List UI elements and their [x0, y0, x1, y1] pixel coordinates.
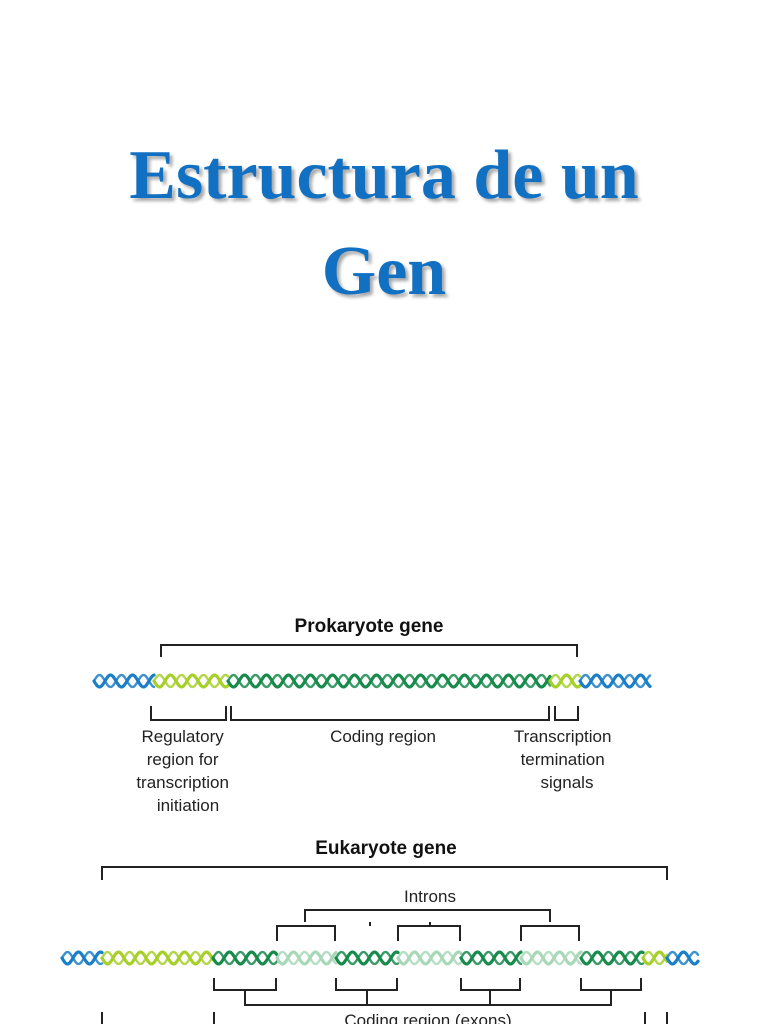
prokaryote-upstream-dna: [92, 673, 156, 689]
eukaryote-exon-3-dna: [459, 950, 523, 966]
coding-region-bracket: [230, 706, 550, 721]
eukaryote-upstream-dna: [60, 950, 104, 966]
prokaryote-gene-section: Prokaryote gene Regulatory region for tr…: [92, 616, 652, 815]
prokaryote-dna-helix: [92, 673, 652, 689]
termination-signals-label: Transcription termination signals: [514, 727, 616, 792]
eukaryote-exon-1-dna: [211, 950, 279, 966]
intron-2-bracket: [397, 925, 461, 941]
regulatory-region-label: Regulatory region for transcription init…: [136, 727, 233, 815]
prokaryote-downstream-dna: [578, 673, 652, 689]
eukaryote-intron-2-dna: [396, 950, 463, 966]
coding-region-label: Coding region: [330, 727, 436, 746]
eukaryote-gene-bracket: [101, 866, 668, 880]
exon-2-bracket: [335, 978, 398, 991]
termination-bracket-partial: [644, 1012, 668, 1024]
exon-4-bracket: [580, 978, 642, 991]
introns-label: Introns: [404, 887, 456, 906]
exon-3-bracket: [460, 978, 521, 991]
coding-region-exons-label: Coding region (exons): [344, 1011, 511, 1024]
exons-bracket: [244, 990, 612, 1006]
introns-connectors: [369, 922, 431, 926]
prokaryote-gene-heading: Prokaryote gene: [295, 616, 444, 637]
eukaryote-exon-4-dna: [579, 950, 645, 966]
termination-signals-bracket: [554, 706, 579, 721]
intron-1-bracket: [276, 925, 336, 941]
slide-title-line-2: Gen: [321, 233, 447, 310]
gene-structure-diagram: Prokaryote gene Regulatory region for tr…: [60, 616, 700, 1024]
eukaryote-downstream-dna: [665, 950, 700, 966]
regulatory-bracket-partial: [101, 1012, 215, 1024]
prokaryote-termination-dna: [548, 673, 582, 689]
eukaryote-gene-section: Eukaryote gene Introns Coding region (ex…: [60, 838, 700, 1024]
intron-3-bracket: [520, 925, 580, 941]
eukaryote-intron-3-dna: [519, 950, 583, 966]
prokaryote-regulatory-dna: [152, 673, 230, 689]
eukaryote-exon-2-dna: [334, 950, 400, 966]
eukaryote-regulatory-dna: [100, 950, 215, 966]
eukaryote-intron-1-dna: [275, 950, 338, 966]
eukaryote-gene-heading: Eukaryote gene: [315, 838, 457, 859]
prokaryote-gene-bracket: [160, 644, 578, 657]
slide-title-line-1: Estructura de un: [129, 137, 639, 214]
introns-top-bracket: [304, 909, 551, 922]
slide-title: Estructura de un Gen: [0, 128, 768, 320]
prokaryote-coding-dna: [226, 673, 552, 689]
exon-1-bracket: [213, 978, 277, 991]
eukaryote-termination-dna: [641, 950, 669, 966]
regulatory-region-bracket: [150, 706, 227, 721]
eukaryote-dna-helix: [60, 950, 700, 966]
